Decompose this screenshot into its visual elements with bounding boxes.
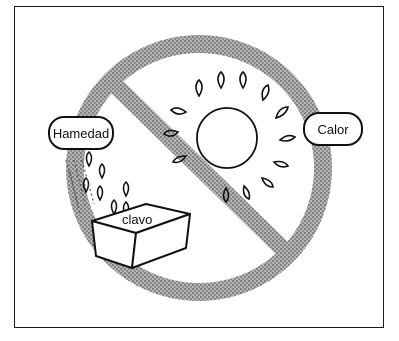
humidity-bubble: Hamedad — [48, 116, 114, 150]
heat-label: Calor — [317, 122, 348, 137]
nail-label: clavo — [122, 212, 152, 227]
heat-bubble: Calor — [303, 112, 363, 146]
sun-icon — [164, 72, 295, 202]
humidity-label: Hamedad — [53, 126, 109, 141]
